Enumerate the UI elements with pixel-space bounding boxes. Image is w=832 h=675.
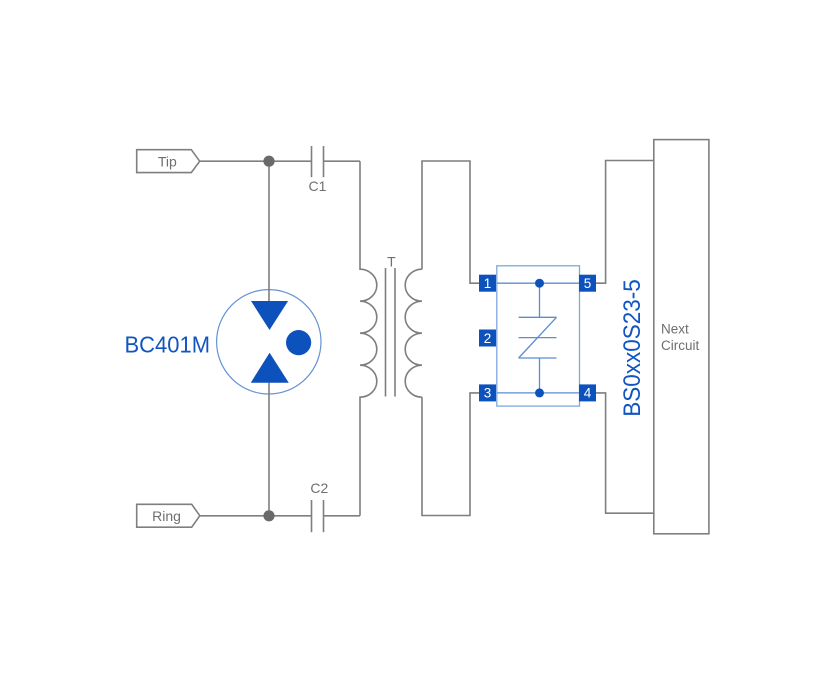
svg-text:Ring: Ring bbox=[152, 508, 181, 524]
svg-text:2: 2 bbox=[484, 331, 492, 346]
svg-text:BC401M: BC401M bbox=[125, 331, 211, 357]
svg-text:C2: C2 bbox=[310, 480, 328, 496]
svg-text:BS0xx0S23-5: BS0xx0S23-5 bbox=[619, 279, 646, 417]
svg-text:Tip: Tip bbox=[158, 154, 177, 170]
svg-text:Circuit: Circuit bbox=[661, 338, 700, 353]
svg-text:Next: Next bbox=[661, 322, 689, 337]
svg-text:5: 5 bbox=[584, 276, 592, 291]
svg-text:4: 4 bbox=[584, 386, 592, 401]
svg-text:T: T bbox=[387, 254, 396, 270]
svg-text:3: 3 bbox=[484, 386, 492, 401]
svg-text:C1: C1 bbox=[309, 178, 327, 194]
svg-text:1: 1 bbox=[484, 276, 492, 291]
